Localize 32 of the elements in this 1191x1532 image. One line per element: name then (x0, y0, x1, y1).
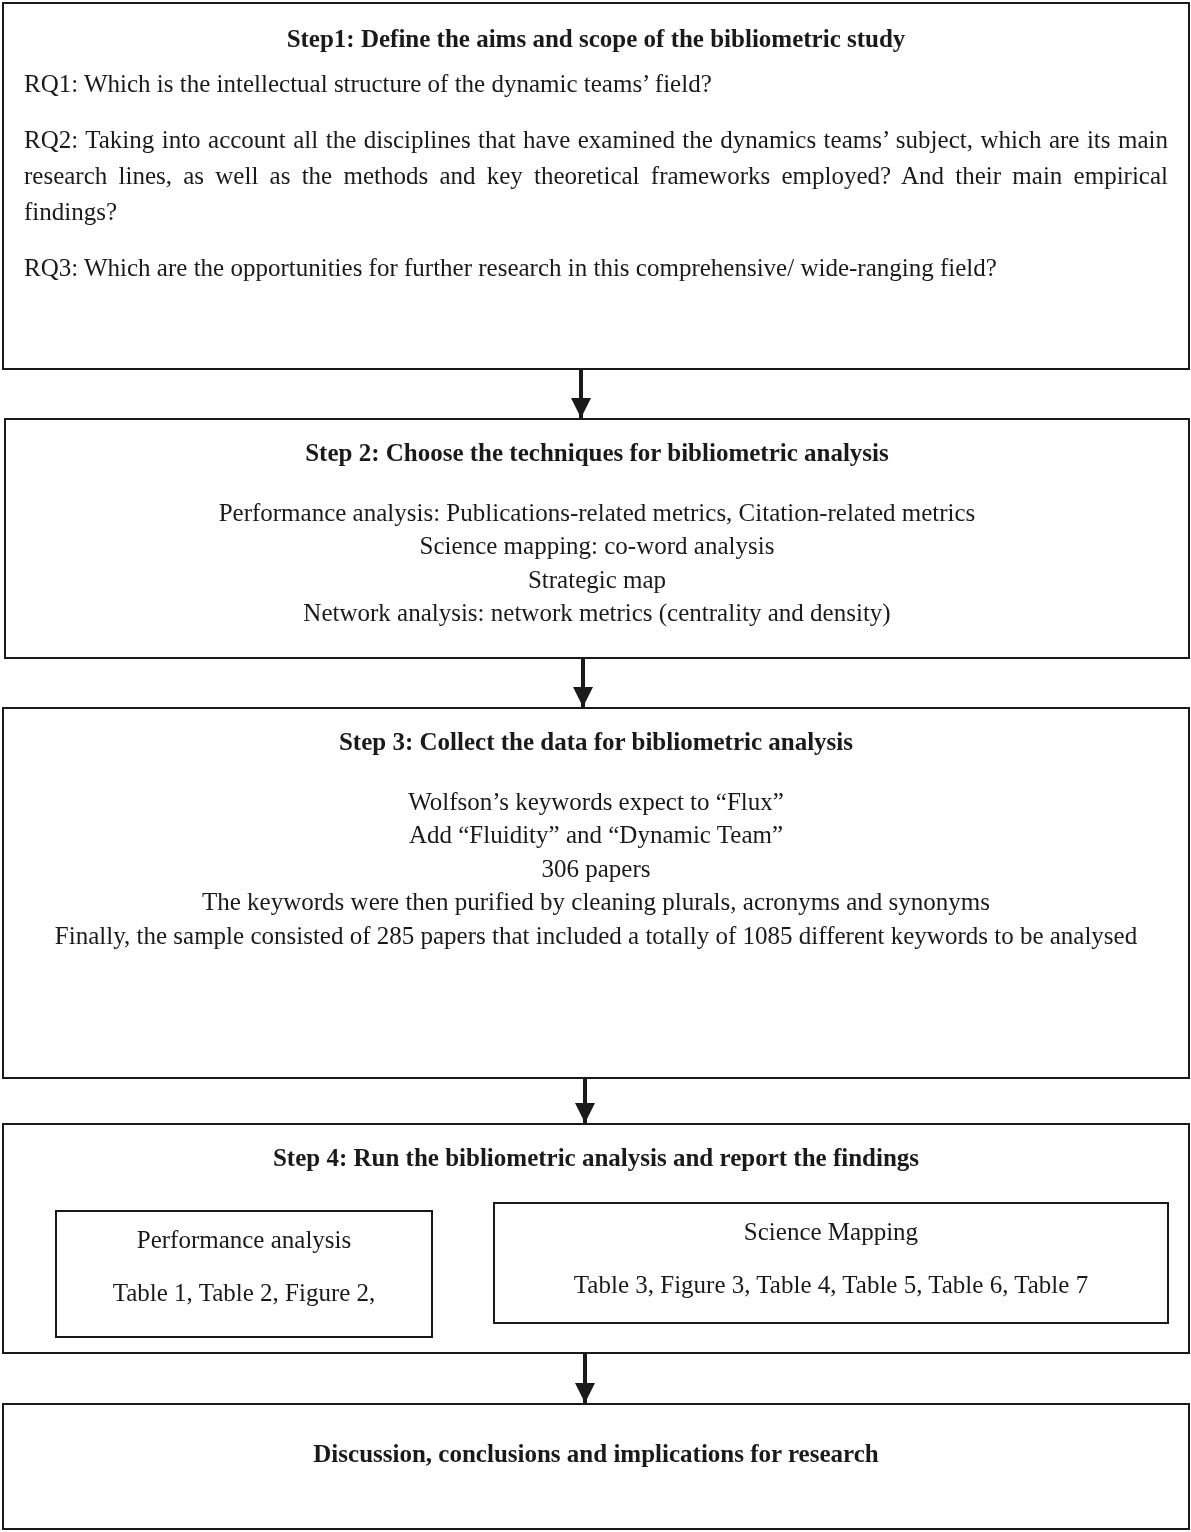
step-detail: Add “Fluidity” and “Dynamic Team” (407, 820, 785, 851)
arrow (573, 659, 593, 707)
step-box (2, 1123, 1190, 1354)
step-detail: The keywords were then purified by cleaning plurals, acronyms and synonyms (201, 887, 991, 918)
step-heading: Discussion, conclusions and implications for research (312, 1438, 880, 1469)
step-heading: Step1: Define the aims and scope of the bibliometric study (285, 24, 907, 54)
step-box (4, 418, 1190, 659)
research-question: RQ3: Which are the opportunities for further research in this comprehensive/ wide-ranging field? (24, 252, 998, 283)
result-box (55, 1210, 433, 1338)
arrow (575, 1354, 595, 1403)
step-detail: Science mapping: co-word analysis (418, 531, 776, 562)
research-question: RQ2: Taking into account all the disciplines that have examined the dynamics teams’ subject, which are its main research lines, as well as the methods and key theoretical frameworks employed? And their main empirical findings? (24, 124, 1168, 227)
step-detail: 306 papers (540, 853, 652, 884)
step-box (2, 707, 1190, 1079)
step-detail: Network analysis: network metrics (centrality and density) (302, 598, 892, 629)
box-heading: Performance analysis (135, 1225, 353, 1255)
step-heading: Step 2: Choose the techniques for bibliometric analysis (304, 438, 890, 468)
table-list: Table 1, Table 2, Figure 2, (67, 1276, 421, 1309)
table-list: Table 3, Figure 3, Table 4, Table 5, Table 6, Table 7 (505, 1268, 1157, 1301)
step-box (2, 1403, 1190, 1530)
step-heading: Step 4: Run the bibliometric analysis and report the findings (271, 1143, 921, 1173)
step-detail: Wolfson’s keywords expect to “Flux” (407, 786, 785, 817)
arrow (575, 1079, 595, 1123)
box-heading: Science Mapping (742, 1217, 920, 1247)
step-heading: Step 3: Collect the data for bibliometric analysis (337, 727, 855, 757)
result-box (493, 1202, 1169, 1324)
step-box (2, 2, 1190, 370)
step-detail: Finally, the sample consisted of 285 papers that included a totally of 1085 different keywords to be analysed (53, 920, 1139, 951)
step-detail: Strategic map (526, 564, 668, 595)
research-question: RQ1: Which is the intellectual structure of the dynamic teams’ field? (24, 68, 713, 99)
step-detail: Performance analysis: Publications-related metrics, Citation-related metrics (217, 497, 977, 528)
arrow (571, 370, 591, 418)
